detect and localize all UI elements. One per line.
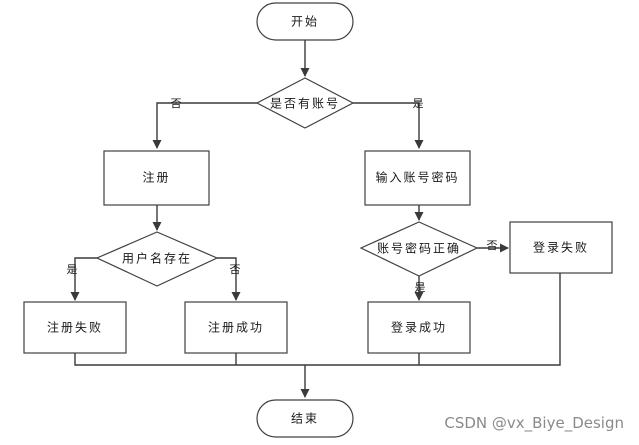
edge-login-failed-to-merge: [305, 273, 561, 366]
credentials-correct-label: 账号密码正确: [377, 241, 461, 256]
edge-has-account-yes: [353, 102, 424, 149]
enter-credentials-label: 输入账号密码: [375, 170, 459, 185]
watermark: CSDN @vx_Biye_Design: [444, 414, 624, 433]
end-label: 结束: [291, 412, 319, 426]
start-label: 开始: [291, 15, 319, 29]
login-failed-process: 登录失败: [509, 221, 613, 274]
register-failed-process: 注册失败: [23, 301, 127, 354]
start-node: 开始: [256, 2, 354, 41]
edge-label-credentials-correct-no: 否: [487, 239, 498, 252]
edge-label-has-account-no: 否: [171, 97, 182, 110]
edge-username-exists-no: [217, 257, 241, 301]
credentials-correct-decision: 账号密码正确: [359, 221, 479, 277]
edge-username-exists-yes: [70, 257, 97, 301]
edge-has-account-no: [152, 102, 257, 149]
edge-label-credentials-correct-yes: 是: [415, 281, 426, 294]
login-success-process: 登录成功: [367, 301, 471, 354]
username-exists-decision: 用户名存在: [95, 231, 219, 287]
edge-label-username-exists-no: 否: [230, 263, 241, 276]
edge-label-username-exists-yes: 是: [67, 263, 78, 276]
enter-credentials-process: 输入账号密码: [364, 150, 471, 206]
login-success-label: 登录成功: [391, 320, 447, 335]
username-exists-label: 用户名存在: [122, 251, 192, 266]
register-success-label: 注册成功: [208, 320, 264, 335]
has-account-label: 是否有账号: [270, 97, 340, 111]
edges: [70, 40, 561, 398]
has-account-decision: 是否有账号: [255, 77, 355, 129]
register-label: 注册: [142, 170, 170, 185]
login-failed-label: 登录失败: [533, 240, 589, 255]
register-process: 注册: [103, 150, 210, 206]
register-failed-label: 注册失败: [47, 320, 103, 335]
register-success-process: 注册成功: [184, 301, 288, 354]
end-node: 结束: [256, 399, 354, 438]
edge-register-failed-to-merge: [74, 353, 305, 366]
edge-label-has-account-yes: 是: [413, 97, 424, 110]
